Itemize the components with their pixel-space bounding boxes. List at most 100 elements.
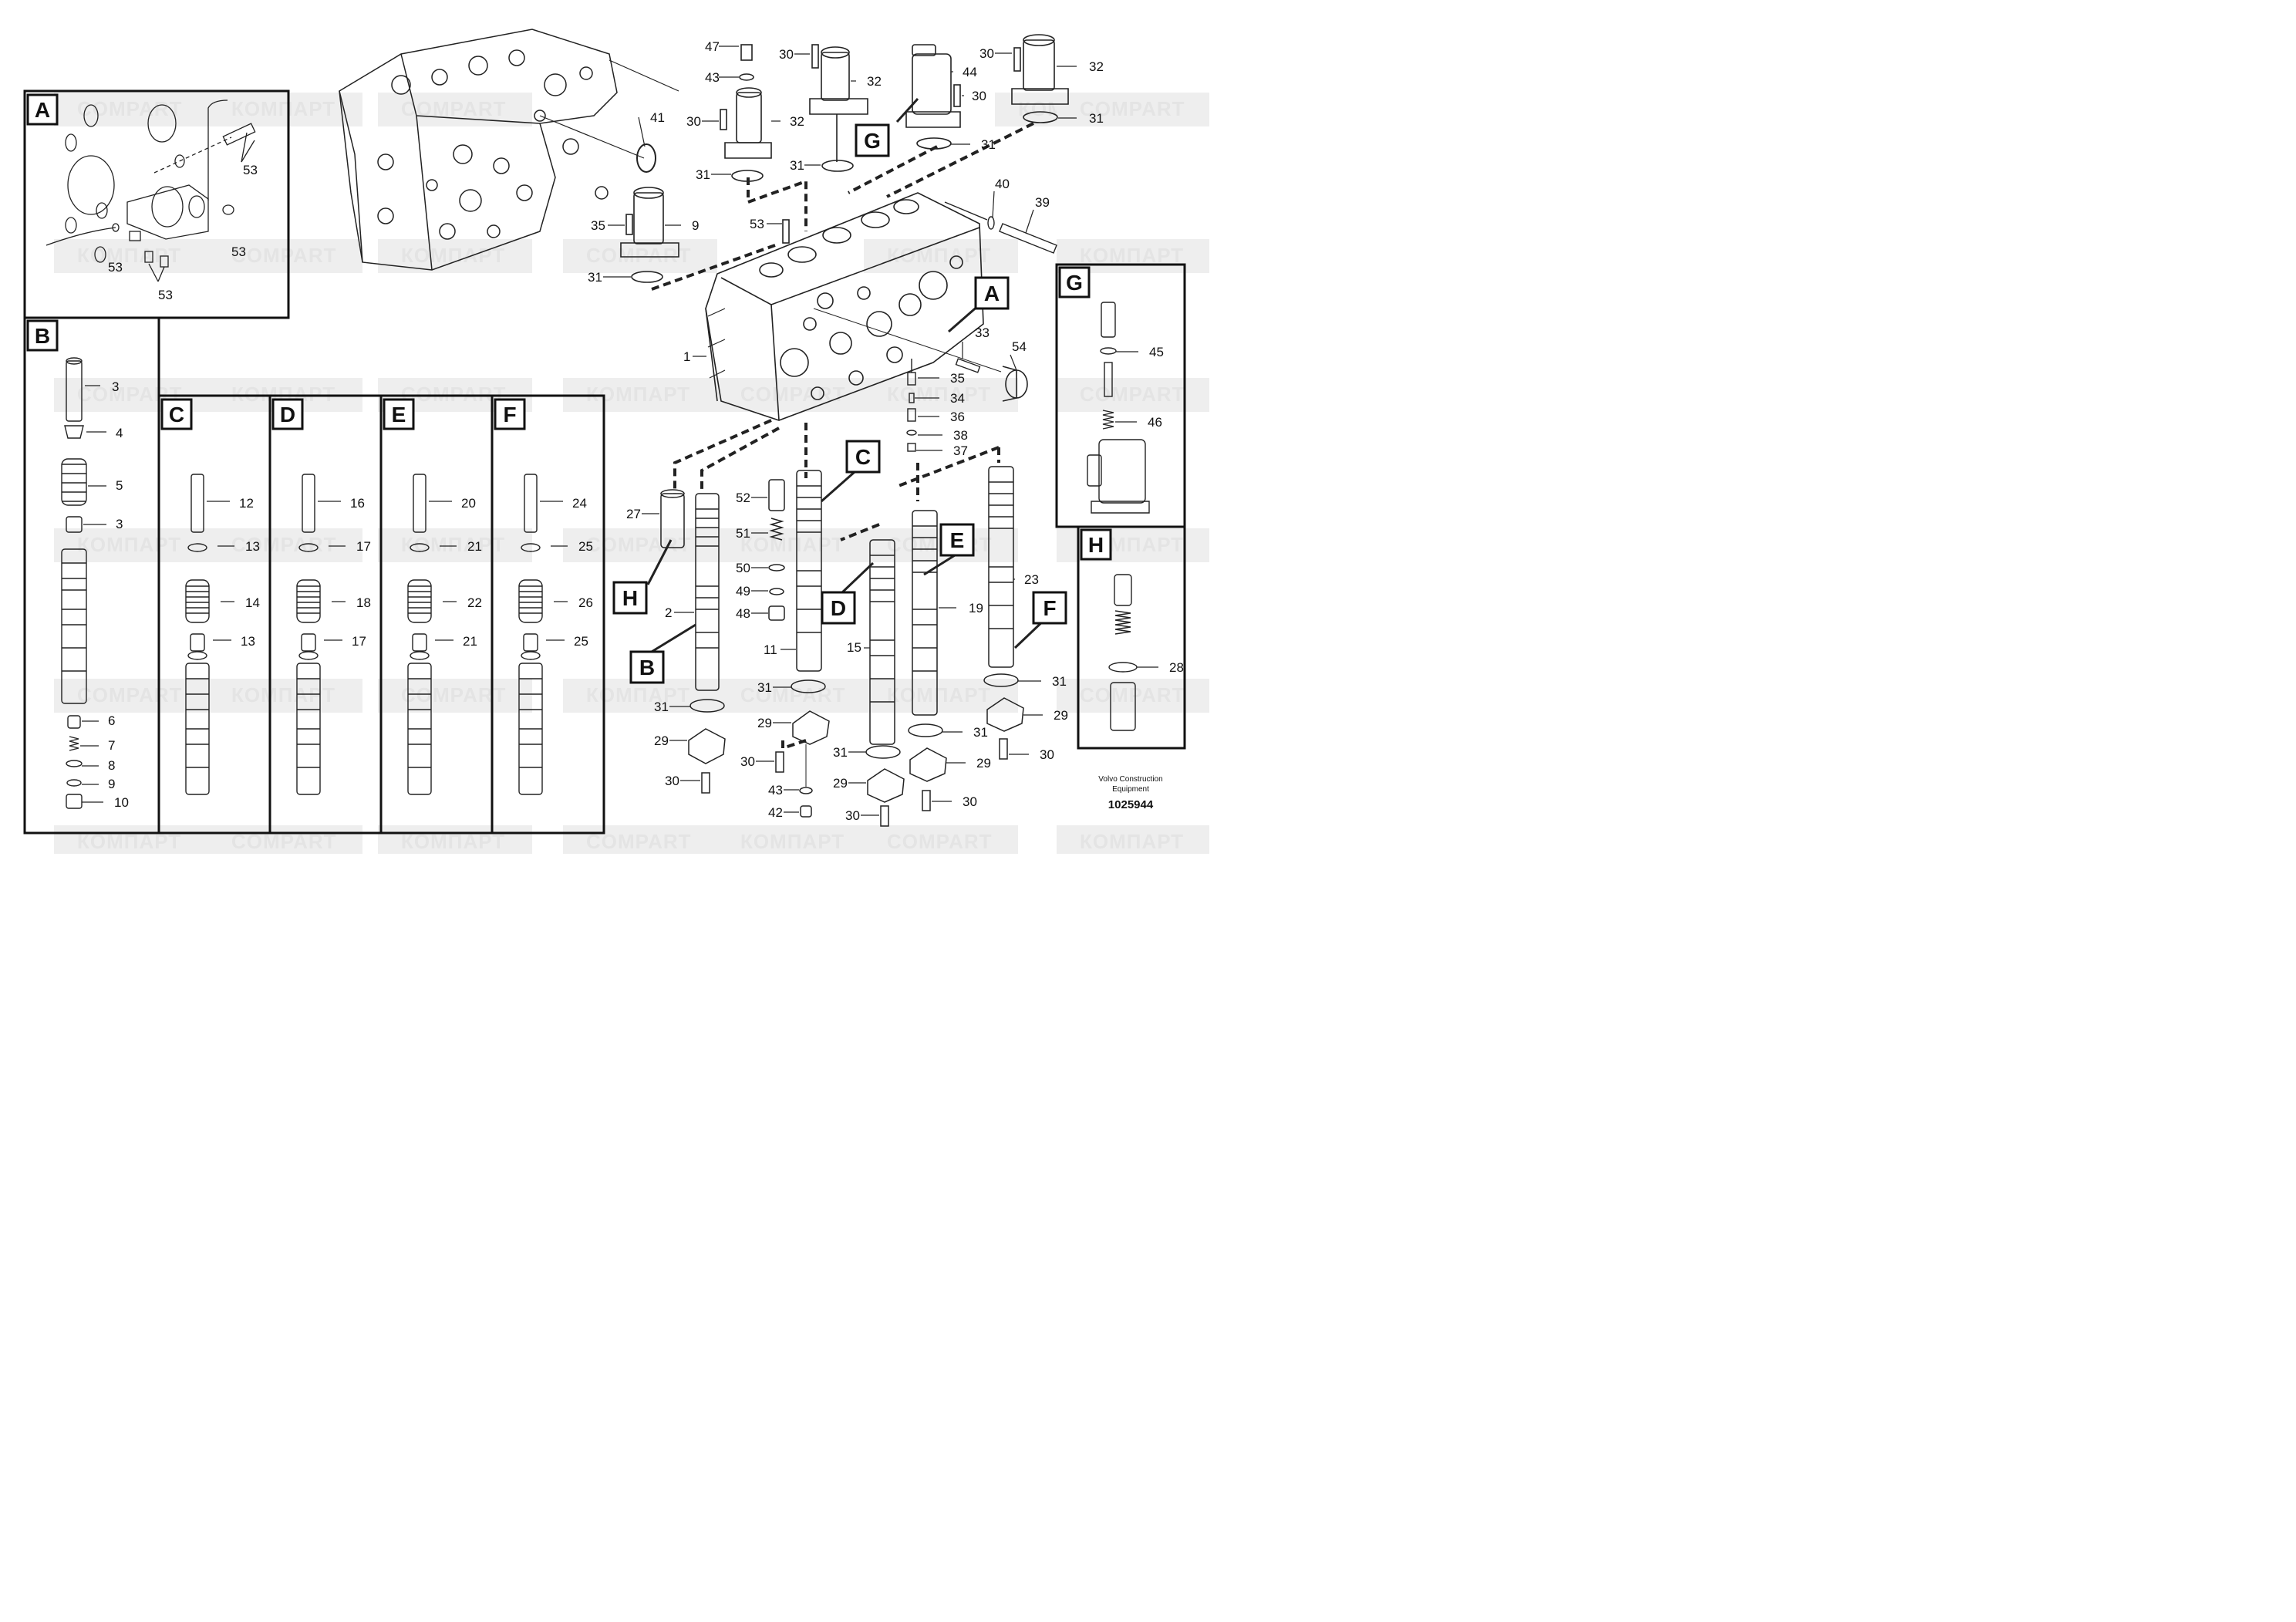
panel-label-b-frame [26, 319, 59, 352]
part-label-31: 31 [588, 270, 602, 285]
watermark-band [378, 679, 532, 713]
part-label-30: 30 [1040, 747, 1054, 762]
watermark-text: COMPART [586, 244, 692, 267]
callout-label-c: C [855, 445, 871, 469]
label-leader-line [638, 116, 646, 147]
solenoid-valves [620, 34, 1069, 283]
part-label-54: 54 [1012, 339, 1027, 354]
exploded-parts-diagram: COMPART КОМПАРТ COMPART КОМПАРТ COMPART КОМПА… [23, 29, 1209, 854]
footer: Volvo Construction Equipment 1025944 [1098, 775, 1162, 811]
part-label-31: 31 [654, 700, 669, 714]
part-label-35: 35 [591, 218, 605, 233]
panel-label-a: A [35, 98, 50, 122]
part-label-39: 39 [1035, 195, 1050, 210]
part-label-31: 31 [833, 745, 848, 760]
watermark-text: КОМПАРТ [77, 533, 181, 556]
part-label-30: 30 [686, 114, 701, 129]
watermark-text: КОМПАРТ [887, 383, 991, 406]
part-label-31: 31 [757, 680, 772, 695]
part-label-2: 2 [665, 605, 672, 620]
panel-label-f-frame [494, 398, 526, 430]
watermark-band [208, 825, 362, 854]
part-label-42: 42 [768, 805, 783, 820]
watermark-text: COMPART [740, 683, 846, 706]
watermark-text: КОМПАРТ [77, 244, 181, 267]
part-label-22: 22 [467, 595, 482, 610]
part-label-7: 7 [108, 738, 115, 753]
watermark-text: КОМПАРТ [740, 830, 845, 853]
part-label-30: 30 [665, 774, 679, 788]
watermark-band [378, 825, 532, 854]
part-label-6: 6 [108, 713, 115, 728]
panel-g-detail [1087, 302, 1150, 514]
part-label-29: 29 [654, 733, 669, 748]
watermark-band [208, 528, 362, 562]
panel-spool-stack [408, 474, 431, 795]
watermark-band [1057, 825, 1209, 854]
watermark-text: КОМПАРТ [1080, 830, 1184, 853]
callout-label-a: A [984, 282, 1000, 305]
callout-label-c-frame [845, 440, 881, 474]
watermark-band [208, 93, 362, 126]
callout-leaders [646, 97, 1049, 656]
part-label-16: 16 [350, 496, 365, 511]
watermark-text: COMPART [740, 383, 846, 406]
watermark-text: КОМПАРТ [740, 533, 845, 556]
watermark-text: COMPART [887, 533, 993, 556]
watermark-band [717, 528, 872, 562]
part-label-9: 9 [108, 777, 115, 791]
part-number-labels: 5353535334536789101213141316171817202122… [80, 39, 1184, 823]
label-leader-line [1025, 209, 1034, 234]
watermark-band [563, 825, 717, 854]
panel-label-h-frame [1080, 528, 1112, 561]
watermark-band [563, 528, 717, 562]
part-label-31: 31 [973, 725, 988, 740]
panel-label-b: B [35, 324, 50, 348]
watermark-band [864, 378, 1018, 412]
part-label-28: 28 [1169, 660, 1184, 675]
watermark-band [208, 239, 362, 273]
part-label-31: 31 [1052, 674, 1067, 689]
part-label-53: 53 [243, 163, 258, 177]
part-label-47: 47 [705, 39, 720, 54]
watermark-band [54, 93, 208, 126]
part-label-19: 19 [969, 601, 983, 615]
watermark-band [208, 679, 362, 713]
part-label-17: 17 [352, 634, 366, 649]
part-label-43: 43 [705, 70, 720, 85]
panel-h-frame [1077, 525, 1186, 750]
panels-cdef-spools [186, 474, 542, 795]
part-label-11: 11 [764, 642, 777, 657]
watermark-text: КОМПАРТ [231, 683, 335, 706]
part-label-49: 49 [736, 584, 750, 599]
part-label-32: 32 [867, 74, 882, 89]
part-label-13: 13 [245, 539, 260, 554]
part-label-9: 9 [692, 218, 699, 233]
watermark-text: COMPART [231, 533, 337, 556]
callout-label-e: E [950, 528, 965, 552]
part-label-18: 18 [356, 595, 371, 610]
part-label-17: 17 [356, 539, 371, 554]
panel-label-d-frame [271, 398, 304, 430]
part-label-38: 38 [953, 428, 968, 443]
part-label-27: 27 [626, 507, 641, 521]
part-label-1: 1 [683, 349, 690, 364]
callout-label-d-frame [821, 591, 856, 625]
part-label-29: 29 [976, 756, 991, 771]
watermark-text: COMPART [77, 97, 183, 120]
part-label-3: 3 [116, 517, 123, 531]
panel-label-g: G [1066, 271, 1083, 295]
watermark-text: КОМПАРТ [401, 244, 505, 267]
part-label-4: 4 [116, 426, 123, 440]
callout-label-h-frame [612, 581, 648, 615]
part-label-15: 15 [847, 640, 861, 655]
panel-spool-stack [297, 474, 320, 795]
part-label-52: 52 [736, 491, 750, 505]
part-label-34: 34 [950, 391, 965, 406]
watermark-text: КОМПАРТ [887, 244, 991, 267]
part-label-32: 32 [1089, 59, 1104, 74]
part-label-53: 53 [231, 244, 246, 259]
panel-label-h: H [1088, 533, 1104, 557]
main-spools [660, 466, 1024, 827]
